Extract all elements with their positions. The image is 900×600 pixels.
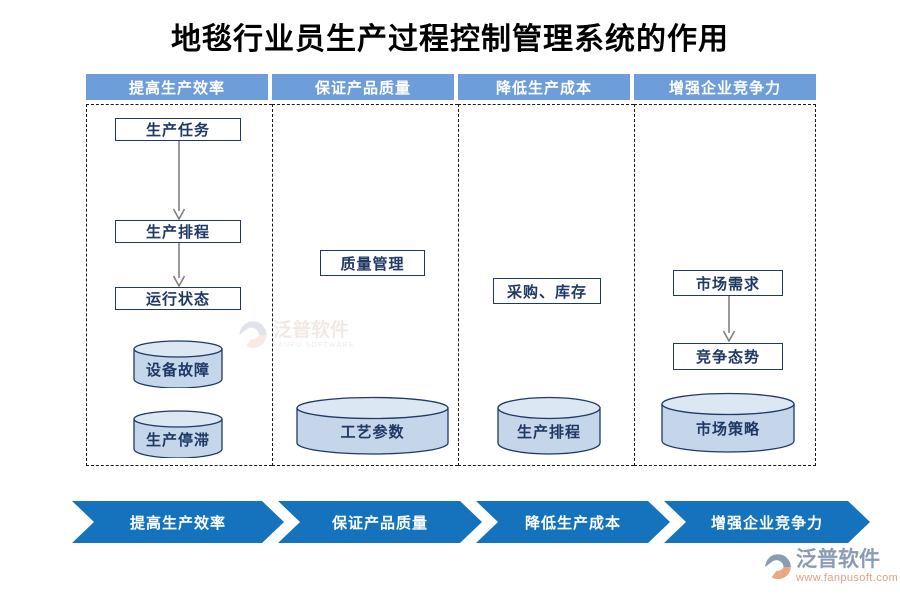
box-col4-2[interactable]: 竞争态势 — [673, 343, 783, 370]
logo-url: www.fanpusoft.com — [796, 572, 899, 585]
column-panel-2 — [272, 104, 458, 466]
cylinder-shape — [296, 396, 449, 455]
arrow-col4-1 — [722, 296, 736, 342]
fanpu-logo-icon — [765, 554, 791, 580]
fanpu-logo: 泛普软件 www.fanpusoft.com — [762, 548, 898, 593]
cylinder-shape — [661, 392, 795, 453]
column-panel-4 — [634, 104, 816, 466]
header-bar-4: 增强企业竞争力 — [634, 74, 816, 100]
header-bar-2: 保证产品质量 — [272, 74, 454, 100]
arrow-col1-1 — [172, 141, 186, 220]
cylinder-col4-1[interactable]: 市场策略 — [660, 392, 796, 454]
arrow-col1-2 — [172, 243, 186, 287]
header-bar-1: 提高生产效率 — [86, 74, 268, 100]
box-col1-3[interactable]: 运行状态 — [115, 287, 241, 310]
cylinder-col1-1[interactable]: 设备故障 — [132, 340, 224, 389]
box-col1-1[interactable]: 生产任务 — [115, 118, 241, 141]
cylinder-shape — [497, 396, 601, 455]
box-col1-2[interactable]: 生产排程 — [115, 220, 241, 243]
box-col4-1[interactable]: 市场需求 — [673, 270, 783, 296]
box-col3-1[interactable]: 采购、库存 — [493, 278, 601, 304]
logo-cn: 泛普软件 — [796, 548, 880, 571]
cylinder-col2-1[interactable]: 工艺参数 — [295, 396, 450, 456]
column-panel-1 — [86, 104, 272, 466]
header-bar-3: 降低生产成本 — [458, 74, 630, 100]
page-title: 地毯行业员生产过程控制管理系统的作用 — [171, 23, 729, 56]
chevron-2[interactable]: 保证产品质量 — [278, 501, 482, 543]
cylinder-col1-2[interactable]: 生产停滞 — [132, 410, 224, 459]
box-col2-1[interactable]: 质量管理 — [320, 250, 425, 276]
chevron-1[interactable]: 提高生产效率 — [72, 501, 284, 543]
chevron-3[interactable]: 降低生产成本 — [476, 501, 670, 543]
cylinder-shape — [133, 340, 223, 389]
chevron-4[interactable]: 增强企业竞争力 — [664, 501, 870, 543]
cylinder-shape — [133, 410, 223, 459]
cylinder-col3-1[interactable]: 生产排程 — [496, 396, 602, 456]
column-panel-3 — [458, 104, 634, 466]
